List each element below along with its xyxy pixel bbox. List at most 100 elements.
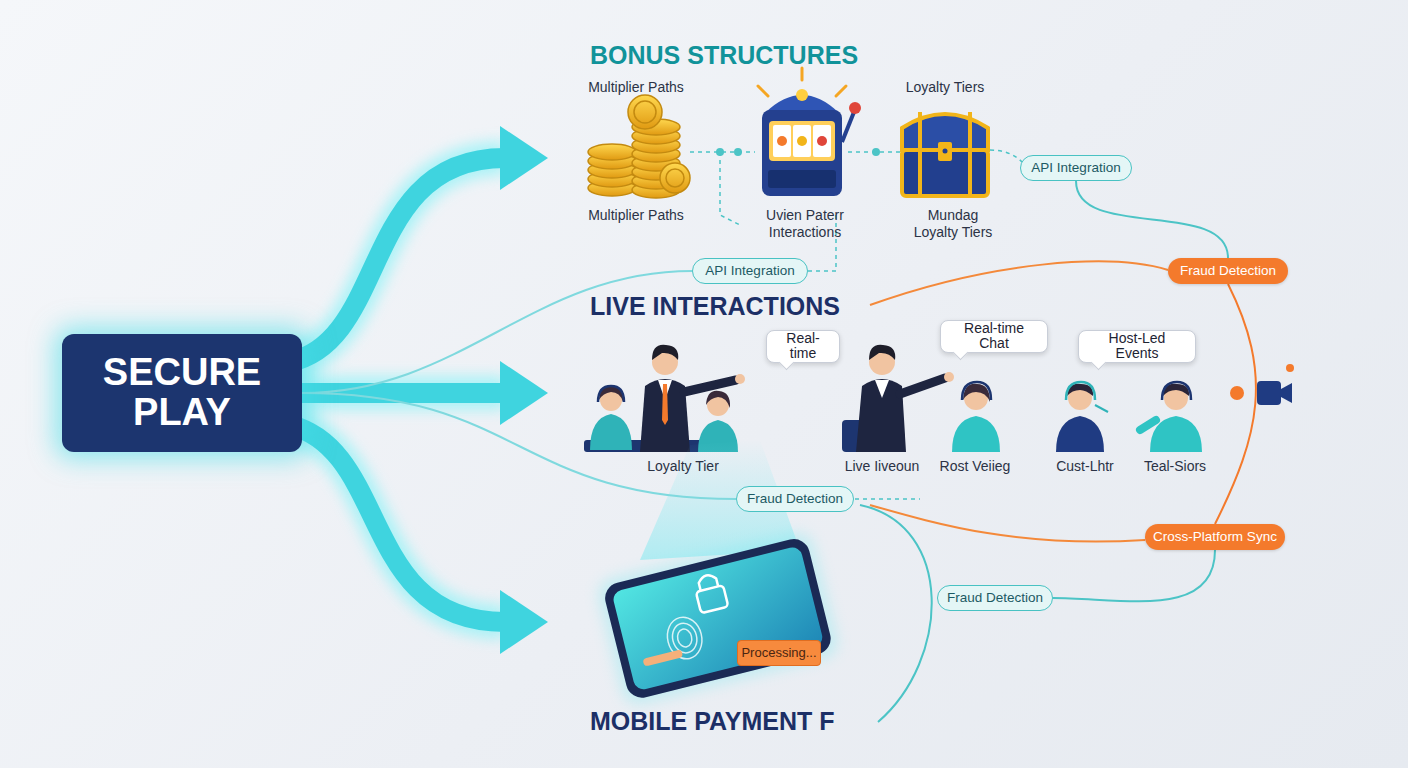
- treasure-chest: [968, 112, 972, 196]
- tag-pill: Cross-Platform Sync: [1145, 524, 1285, 550]
- people-group: [599, 386, 623, 402]
- people-group: [875, 380, 889, 398]
- slot-machine: [797, 136, 807, 146]
- item-label: Live Iiveoun: [827, 458, 937, 475]
- node-text: Processing...: [741, 646, 816, 660]
- flow-arrows: [290, 158, 505, 622]
- coin-stack: [588, 144, 636, 160]
- coin-stack: [588, 95, 690, 198]
- node-text: Host-Led Events: [1087, 331, 1187, 362]
- coin-stack: [660, 163, 690, 193]
- mobile-phone: [611, 545, 824, 691]
- section-heading: BONUS STRUCTURES: [590, 40, 930, 70]
- item-label: Multiplier Paths: [566, 207, 706, 224]
- people-group: [869, 345, 895, 360]
- treasure-chest: [902, 112, 988, 196]
- connector-line: [734, 148, 742, 156]
- people-group: [1162, 382, 1191, 400]
- connector-line: [302, 393, 736, 499]
- tag-pill: Fraud Detection: [1168, 258, 1288, 284]
- node-text: Fraud Detection: [947, 591, 1043, 606]
- people-group: [598, 386, 624, 402]
- flow-arrows: [290, 158, 505, 362]
- slot-machine: [793, 125, 811, 157]
- mobile-phone: [602, 536, 834, 701]
- people-group: [1140, 420, 1156, 430]
- item-label: Teal-Siors: [1125, 458, 1225, 475]
- people-group: [1095, 405, 1108, 412]
- people-group: [962, 382, 991, 400]
- flow-arrows: [500, 361, 548, 425]
- video-icon: [1286, 364, 1294, 372]
- flow-arrows: [290, 425, 505, 622]
- item-label: Loyalty Tier: [623, 458, 743, 475]
- people-group: [662, 384, 668, 425]
- node-text: Fraud Detection: [747, 492, 843, 507]
- node-text: API Integration: [1031, 161, 1120, 176]
- coin-stack: [628, 95, 662, 129]
- tag-pill: Fraud Detection: [736, 486, 854, 512]
- people-group: [944, 372, 954, 382]
- treasure-chest: [943, 149, 948, 154]
- slot-machine: [768, 170, 836, 188]
- section-heading: LIVE INTERACTIONS: [590, 291, 930, 321]
- speech-bubble: Real-time: [766, 330, 840, 363]
- tag-pill: API Integration: [1020, 155, 1132, 181]
- flow-arrows: [290, 158, 505, 362]
- slot-machine: [849, 102, 861, 114]
- mobile-phone: [669, 621, 700, 656]
- people-group: [652, 345, 678, 360]
- coin-stack: [666, 169, 684, 187]
- slot-machine: [836, 86, 846, 96]
- connector-line: [872, 148, 880, 156]
- slot-machine: [762, 110, 842, 196]
- connector-line: [860, 505, 932, 722]
- item-label: Cust-Lhtr: [1035, 458, 1135, 475]
- connector-line: [1076, 181, 1228, 258]
- speech-bubble: Real-time Chat: [940, 320, 1048, 353]
- mobile-phone: [594, 528, 841, 708]
- node-text: API Integration: [705, 264, 794, 279]
- people-group: [706, 391, 730, 408]
- bubble-tail: [1091, 355, 1107, 371]
- connector-line: [870, 261, 1168, 305]
- connector-line: [855, 498, 920, 500]
- connector-line: [1053, 550, 1215, 601]
- treasure-chest: [918, 112, 922, 196]
- video-icon: [1230, 386, 1244, 400]
- people-group: [1056, 416, 1104, 452]
- slot-machine: [817, 136, 827, 146]
- node-text: SECURE PLAY: [92, 353, 272, 433]
- mobile-phone: [676, 628, 694, 649]
- coin-stack: [634, 101, 656, 123]
- slot-machine: [777, 136, 787, 146]
- people-group: [590, 414, 632, 450]
- people-group: [1066, 382, 1095, 400]
- slot-machine: [773, 125, 791, 157]
- status-pill: Processing...: [737, 640, 821, 666]
- video-icon: [1257, 381, 1281, 405]
- connector-line: [808, 215, 836, 271]
- video-icon: [1230, 364, 1294, 405]
- item-label: Mundag Loyalty Tiers: [905, 207, 1001, 241]
- slot-machine: [813, 125, 831, 157]
- slot-machine: [796, 89, 808, 101]
- slot-machine: [769, 121, 835, 161]
- flow-arrows: [290, 126, 548, 654]
- people-group: [952, 416, 1000, 452]
- slot-machine: [758, 86, 768, 96]
- connector-line: [870, 505, 1145, 542]
- treasure-chest: [938, 142, 952, 161]
- connector-line: [990, 150, 1022, 162]
- tag-pill: API Integration: [692, 258, 808, 284]
- slot-machine: [842, 112, 854, 142]
- item-label: Multiplier Paths: [566, 79, 706, 96]
- start-node: SECURE PLAY: [62, 334, 302, 452]
- mobile-phone: [642, 649, 683, 666]
- flow-arrows: [290, 158, 505, 622]
- flow-arrows: [500, 590, 548, 654]
- item-label: Uvien Paterr Interactions: [740, 207, 870, 241]
- connector-line: [302, 271, 692, 393]
- flow-arrows: [500, 126, 548, 190]
